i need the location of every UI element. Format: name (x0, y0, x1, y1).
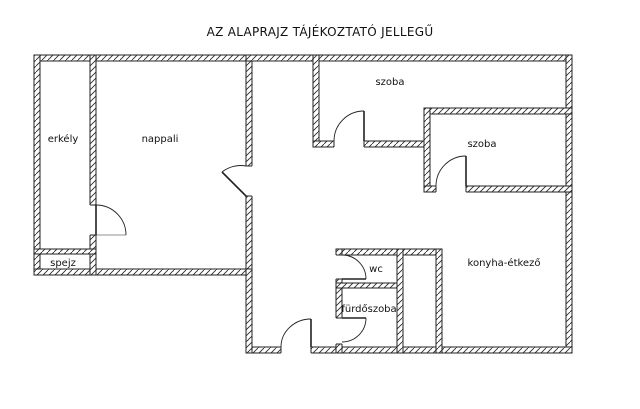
door-erkely (95, 204, 127, 236)
door-swings (95, 110, 467, 348)
door-gaps (89, 140, 467, 354)
walls (33, 54, 573, 354)
room-labels: erkély nappali spejz szoba szoba wc fürd… (48, 77, 541, 315)
plan-title: AZ ALAPRAJZ TÁJÉKOZTATÓ JELLEGŰ (207, 24, 434, 39)
label-szoba-1: szoba (375, 77, 404, 88)
door-szoba-1 (333, 110, 365, 142)
door-nappali (221, 165, 247, 197)
door-furdoszoba (341, 317, 367, 343)
label-konyha-etkezo: konyha-étkező (468, 257, 541, 269)
label-furdoszoba: fürdőszoba (341, 303, 396, 315)
label-spejz: spejz (50, 258, 76, 269)
door-szoba-2 (435, 155, 467, 187)
label-wc: wc (369, 264, 383, 275)
label-nappali: nappali (142, 134, 179, 145)
label-erkely: erkély (48, 133, 79, 145)
door-wc (341, 254, 367, 280)
door-entrance (280, 318, 312, 348)
label-szoba-2: szoba (467, 139, 496, 150)
